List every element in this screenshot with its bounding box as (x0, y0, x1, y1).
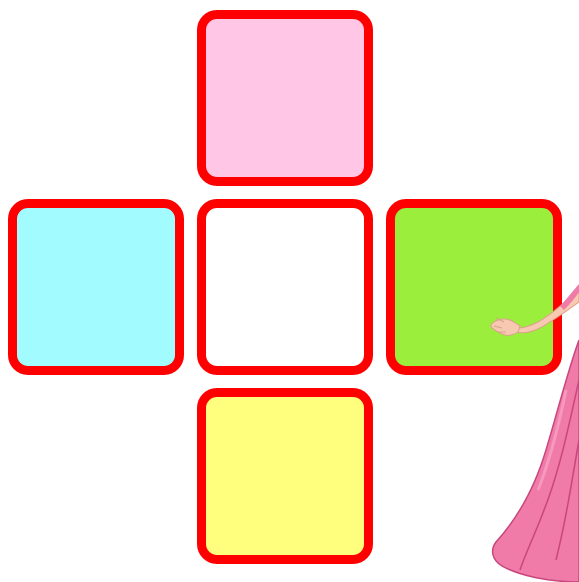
tile-center-white[interactable] (197, 199, 373, 375)
princess-icon (480, 270, 579, 582)
tile-left-cyan[interactable] (8, 199, 184, 375)
tile-bottom-yellow[interactable] (197, 388, 373, 564)
tile-top-pink[interactable] (197, 10, 373, 186)
